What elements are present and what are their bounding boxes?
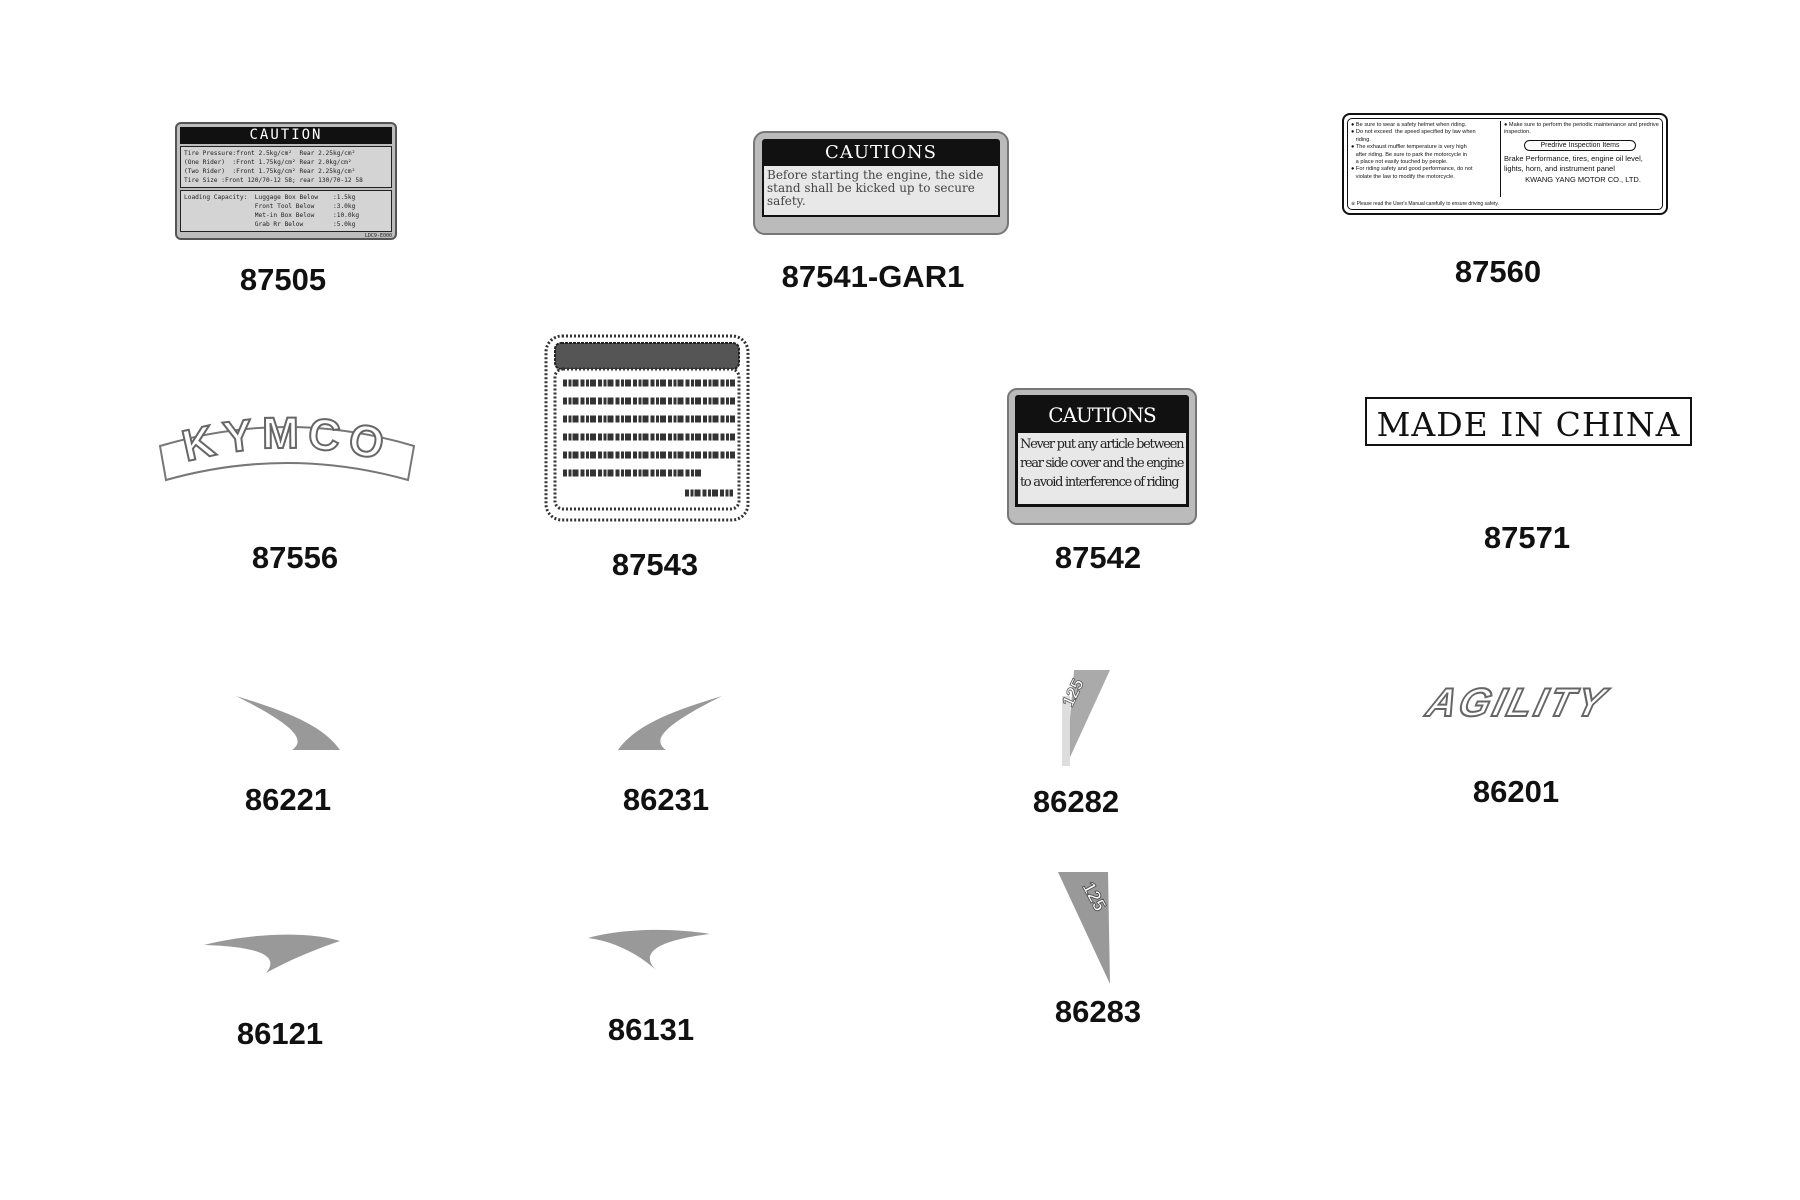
- predrive-inspection-pill: Predrive Inspection Items: [1524, 139, 1636, 151]
- manufacturer-text: KWANG YANG MOTOR CO., LTD.: [1525, 174, 1641, 184]
- swoosh-stripe-86121: [204, 934, 340, 973]
- safety-label-87560: ● Be sure to wear a safety helmet when r…: [1342, 113, 1668, 215]
- tire-pressure-text: Tire Pressure:front 2.5kg/cm² Rear 2.25k…: [180, 146, 392, 188]
- part-number-87560: 87560: [1454, 254, 1542, 289]
- part-number-87541-gar1: 87541-GAR1: [781, 259, 965, 294]
- label-code: LDC9-E000: [364, 233, 392, 239]
- part-number-87571: 87571: [1483, 520, 1571, 555]
- part-number-87542: 87542: [1054, 540, 1142, 575]
- loading-capacity-text: Loading Capacity: Luggage Box Below :1.5…: [180, 190, 392, 232]
- swoosh-stripe-86131: [588, 929, 710, 970]
- manual-notice-text: ※ Please read the User's Manual carefull…: [1351, 200, 1499, 207]
- safety-rules-text: ● Be sure to wear a safety helmet when r…: [1351, 122, 1476, 180]
- cautions-header: CAUTIONS: [762, 139, 1000, 166]
- caution-header: CAUTION: [180, 127, 392, 144]
- part-number-86231: 86231: [622, 782, 710, 817]
- part-number-86282: 86282: [1032, 784, 1120, 819]
- kymco-emblem: KYMCO: [158, 412, 416, 482]
- safety-label-inner: ● Be sure to wear a safety helmet when r…: [1347, 118, 1663, 210]
- made-in-china-label: MADE IN CHINA: [1365, 397, 1692, 446]
- part-number-86131: 86131: [607, 1012, 695, 1047]
- inspection-items-text: Brake Performance, tires, engine oil lev…: [1504, 153, 1643, 173]
- article-caution-text: Never put any article between the rear s…: [1015, 433, 1189, 507]
- dotted-caution-label-87543: [544, 334, 750, 522]
- agility-emblem: AGILITY: [1420, 680, 1614, 724]
- cautions-label-87541: CAUTIONS Before starting the engine, the…: [753, 131, 1009, 235]
- part-number-87556: 87556: [251, 540, 339, 575]
- part-number-87543: 87543: [611, 547, 699, 582]
- swoosh-stripe-86221: [236, 696, 340, 750]
- cautions-label-87542: CAUTIONS Never put any article between t…: [1007, 388, 1197, 525]
- part-number-86121: 86121: [236, 1016, 324, 1051]
- column-divider: [1500, 121, 1501, 197]
- part-number-86221: 86221: [244, 782, 332, 817]
- part-number-86283: 86283: [1054, 994, 1142, 1029]
- part-number-86201: 86201: [1472, 774, 1560, 809]
- maintenance-column: ● Make sure to perform the periodic main…: [1504, 122, 1662, 183]
- caution-label-87505: CAUTION Tire Pressure:front 2.5kg/cm² Re…: [175, 122, 397, 240]
- cautions-header-87542: CAUTIONS: [1015, 395, 1189, 433]
- side-stand-caution-text: Before starting the engine, the side sta…: [762, 166, 1000, 217]
- triangle-sticker-86282: 125: [1058, 670, 1110, 766]
- swoosh-stripe-86231: [618, 696, 722, 750]
- maintenance-text: ● Make sure to perform the periodic main…: [1504, 122, 1659, 136]
- agility-text: AGILITY: [1421, 680, 1613, 724]
- triangle-sticker-86283: 125: [1058, 872, 1111, 984]
- part-number-87505: 87505: [239, 262, 327, 297]
